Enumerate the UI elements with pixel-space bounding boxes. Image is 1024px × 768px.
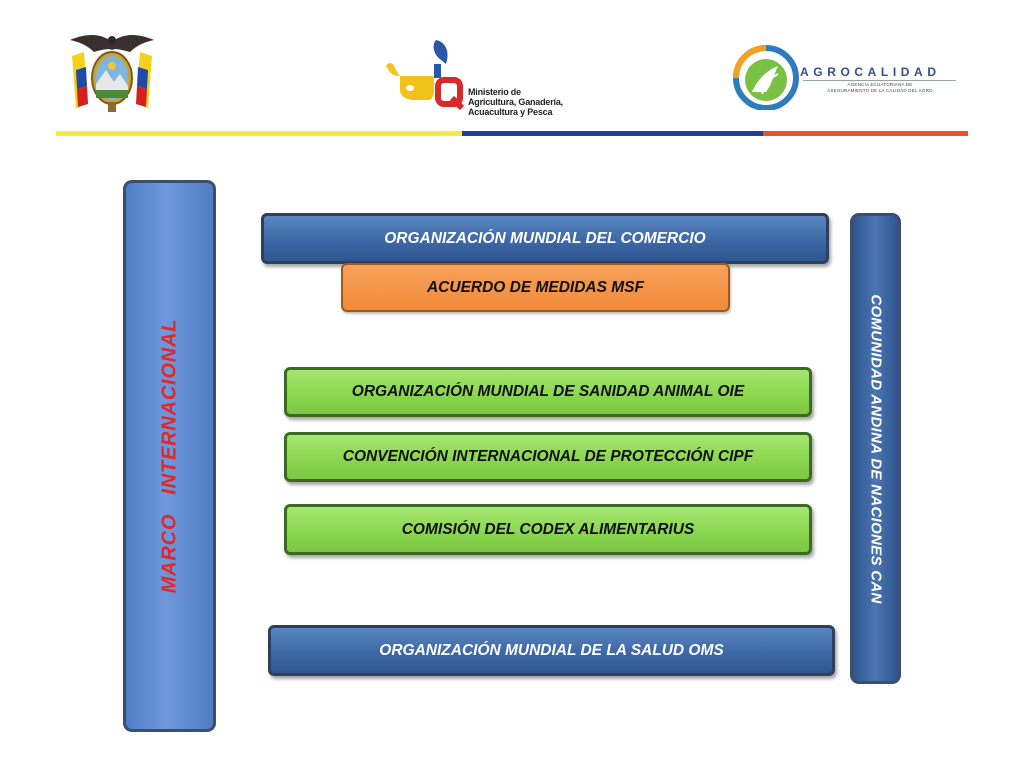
marco-internacional-label: MARCO INTERNACIONAL: [158, 318, 180, 594]
box-organizacion-mundial-salud: ORGANIZACIÓN MUNDIAL DE LA SALUD OMS: [268, 625, 835, 676]
agrocalidad-logo-icon: [733, 45, 799, 110]
agrocalidad-name: AGROCALIDAD: [800, 65, 941, 79]
flag-stripe-red: [762, 131, 968, 136]
box-organizacion-mundial-comercio: ORGANIZACIÓN MUNDIAL DEL COMERCIO: [261, 213, 829, 264]
box-codex-alimentarius: COMISIÓN DEL CODEX ALIMENTARIUS: [284, 504, 812, 555]
ministerio-logo-icon: [386, 40, 465, 111]
box-acuerdo-medidas-msf: ACUERDO DE MEDIDAS MSF: [341, 263, 730, 312]
agrocalidad-subtitle-line-2: ASEGURAMIENTO DE LA CALIDAD DEL AGRO: [827, 88, 933, 93]
ministerio-name-line-3: Acuacultura y Pesca: [468, 107, 553, 117]
ecuador-coat-of-arms-icon: [70, 35, 154, 112]
ministerio-name-line-2: Agricultura, Ganadería,: [468, 97, 563, 107]
comunidad-andina-label: COMUNIDAD ANDINA DE NACIONES CAN: [867, 293, 884, 604]
flag-stripe-blue: [461, 131, 763, 136]
flag-stripe-yellow: [56, 131, 462, 136]
tricolor-divider-bar: [56, 131, 968, 136]
agrocalidad-subtitle-line-1: AGENCIA ECUATORIANA DE: [847, 82, 913, 87]
comunidad-andina-panel: COMUNIDAD ANDINA DE NACIONES CAN: [850, 213, 901, 684]
ministerio-name-line-1: Ministerio de: [468, 87, 521, 97]
box-sanidad-animal-oie: ORGANIZACIÓN MUNDIAL DE SANIDAD ANIMAL O…: [284, 367, 812, 417]
marco-internacional-panel: MARCO INTERNACIONAL: [123, 180, 216, 732]
agrocalidad-divider: [803, 80, 956, 81]
box-convencion-cipf: CONVENCIÓN INTERNACIONAL DE PROTECCIÓN C…: [284, 432, 812, 482]
